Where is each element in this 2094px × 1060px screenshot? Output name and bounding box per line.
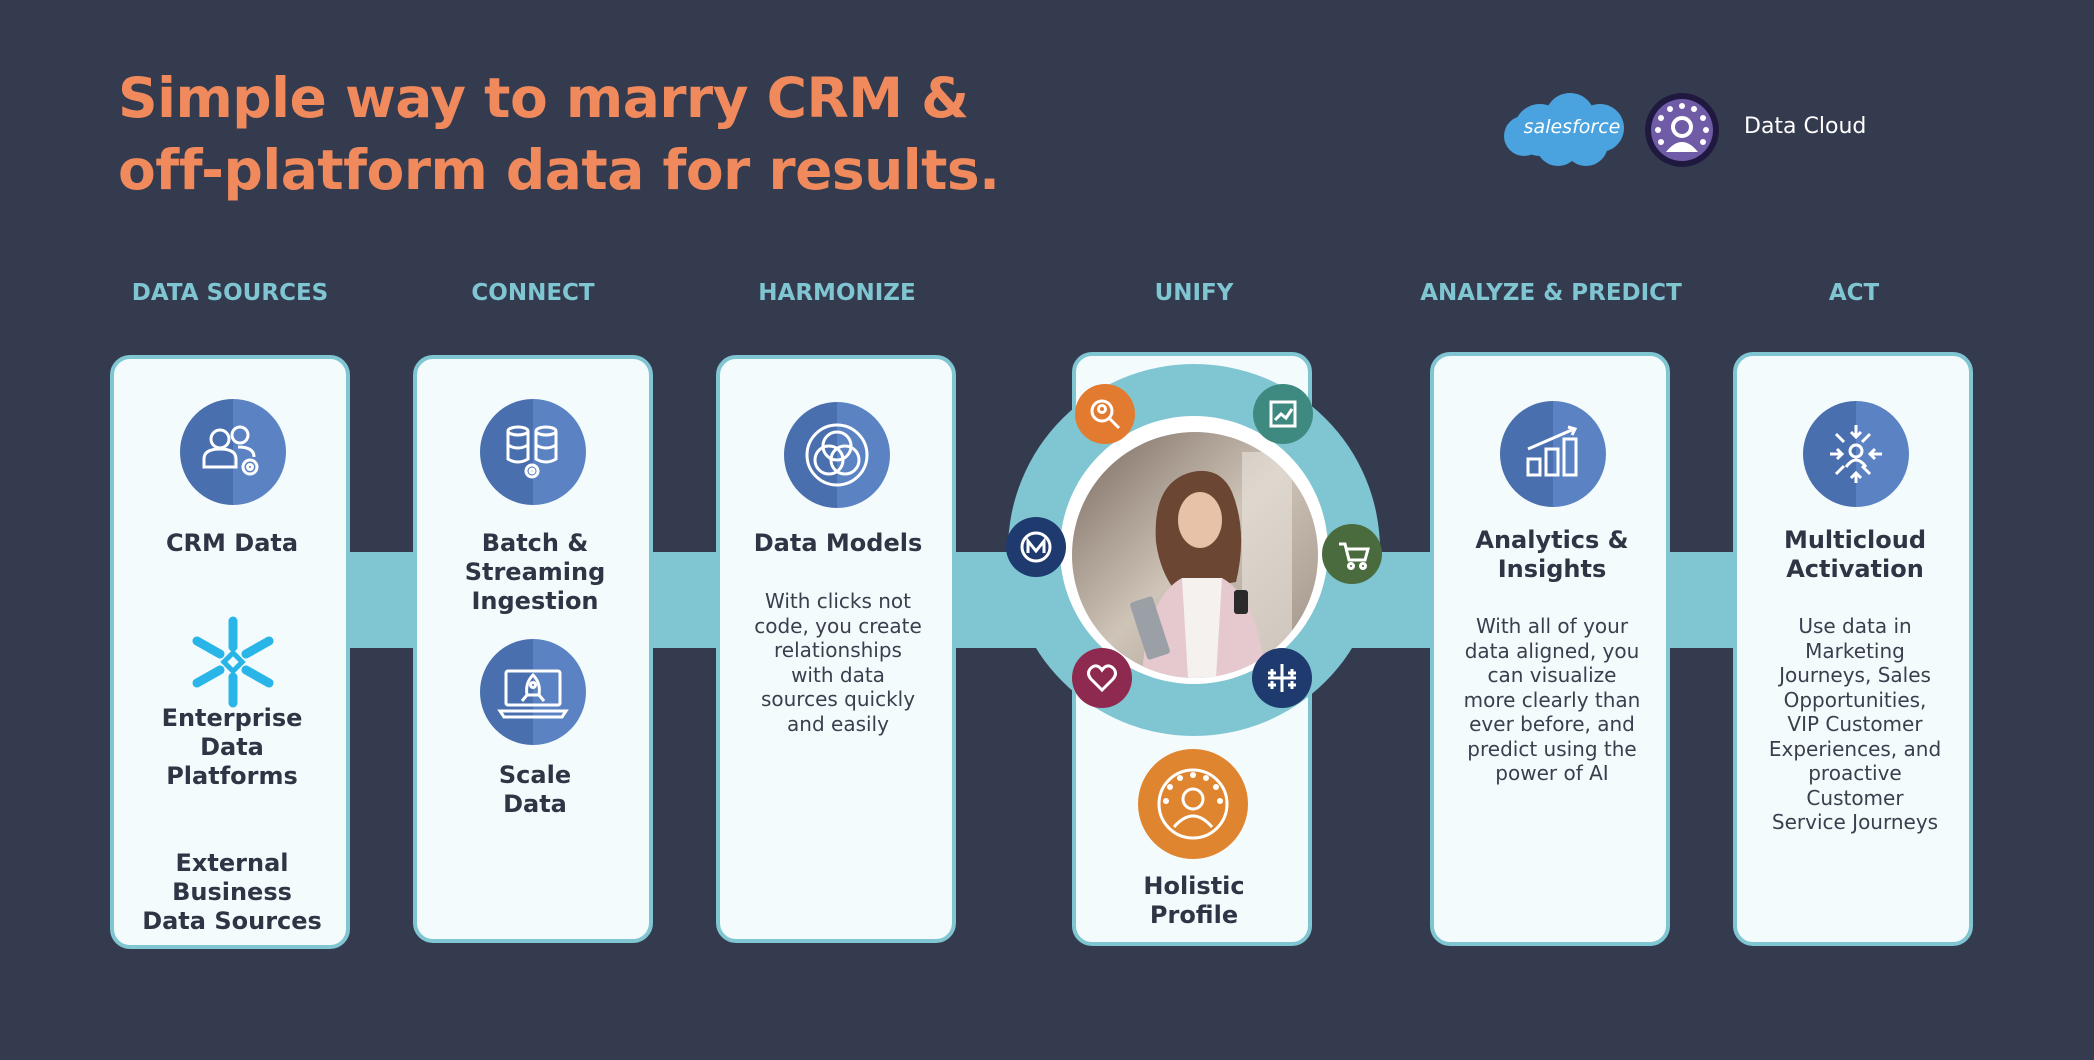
search-profile-icon	[1075, 384, 1135, 444]
card-act: Multicloud Activation Use data in Market…	[1733, 352, 1973, 946]
snowflake-icon	[180, 609, 286, 715]
holistic-profile-label: Holistic Profile	[1143, 872, 1245, 929]
title-line-2: off-platform data for results.	[118, 138, 1000, 202]
salesforce-wordmark: salesforce	[1523, 116, 1621, 138]
heading-connect: CONNECT	[471, 280, 595, 306]
product-name: Data Cloud	[1744, 114, 1867, 139]
salesforce-logo: salesforce	[1500, 90, 1700, 170]
chart-icon	[1253, 384, 1313, 444]
rocket-laptop-icon	[480, 639, 586, 745]
bar-chart-icon	[1500, 401, 1606, 507]
scale-data-label: Scale Data	[498, 761, 572, 818]
card-analyze-predict: Analytics & Insights With all of your da…	[1430, 352, 1670, 946]
database-icon	[480, 399, 586, 505]
multicloud-activation-label: Multicloud Activation	[1783, 526, 1927, 583]
activation-target-icon	[1803, 401, 1909, 507]
card-harmonize: Data Models With clicks not code, you cr…	[716, 355, 956, 943]
cart-icon	[1322, 524, 1382, 584]
woman-with-phone-image	[1072, 432, 1318, 678]
page-title: Simple way to marry CRM & off-platform d…	[118, 62, 1000, 206]
batch-ingestion-label: Batch & Streaming Ingestion	[464, 529, 606, 615]
heading-act: ACT	[1828, 280, 1880, 306]
heading-analyze-predict: ANALYZE & PREDICT	[1420, 280, 1682, 306]
tableau-icon	[1252, 648, 1312, 708]
data-cloud-icon	[1645, 93, 1719, 167]
data-cloud-logo	[1644, 92, 1720, 168]
data-models-label: Data Models	[753, 529, 923, 557]
analytics-insights-label: Analytics & Insights	[1475, 526, 1629, 583]
mulesoft-icon	[1006, 517, 1066, 577]
heading-harmonize: HARMONIZE	[758, 280, 916, 306]
title-line-1: Simple way to marry CRM &	[118, 66, 969, 130]
harmonize-description: With clicks not code, you create relatio…	[754, 589, 922, 736]
analyze-description: With all of your data aligned, you can v…	[1463, 614, 1641, 785]
card-connect: Batch & Streaming Ingestion Scale Data	[413, 355, 653, 943]
crm-data-label: CRM Data	[165, 529, 299, 557]
heart-icon	[1072, 648, 1132, 708]
act-description: Use data in Marketing Journeys, Sales Op…	[1768, 614, 1942, 834]
crm-icon	[180, 399, 286, 505]
cloud-icon	[1504, 93, 1624, 166]
enterprise-data-label: Enterprise Data Platforms	[161, 704, 303, 790]
heading-data-sources: DATA SOURCES	[131, 280, 329, 306]
card-data-sources: CRM Data Enterprise Data Platforms Exter…	[110, 355, 350, 949]
external-data-label: External Business Data Sources	[142, 849, 322, 935]
heading-unify: UNIFY	[1154, 280, 1234, 306]
holistic-profile-icon	[1138, 749, 1248, 859]
customer-photo	[1072, 432, 1318, 678]
venn-diagram-icon	[784, 402, 890, 508]
